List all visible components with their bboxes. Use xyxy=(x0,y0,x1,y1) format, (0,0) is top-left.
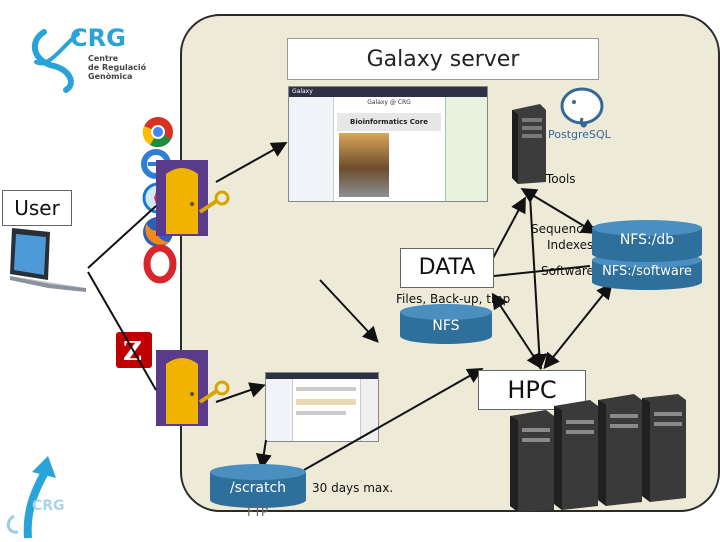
user-label: User xyxy=(2,190,72,226)
postgresql-text: PostgreSQL xyxy=(548,128,611,141)
thirty-days-label: 30 days max. xyxy=(312,481,394,495)
indexes-label: Indexes xyxy=(547,238,594,252)
data-label: DATA xyxy=(400,248,494,288)
scratch-to-hpc-arrow xyxy=(303,368,484,471)
ftp-label: FTP xyxy=(247,505,269,519)
hpc-cluster-icon xyxy=(506,394,696,512)
browser-to-galaxy-arrow xyxy=(215,142,288,183)
user-to-browser-line xyxy=(87,205,157,269)
galaxy-web-screenshot: Galaxy Galaxy @ CRG Bioinformatics Core xyxy=(288,86,488,202)
scratch-label: /scratch xyxy=(229,480,287,496)
crg-logo: CRG Centre de Regulació Genòmica xyxy=(26,22,166,93)
ftp-upload-screenshot xyxy=(265,372,379,442)
nfs-software-label: NFS:/software xyxy=(602,264,692,279)
galaxy-server-label: Galaxy server xyxy=(287,38,599,80)
tools-server-icon xyxy=(506,104,546,184)
crg-logo-line3: Genòmica xyxy=(88,72,133,81)
elephant-icon xyxy=(560,87,604,128)
files-backup-label: Files, Back-up, tmp xyxy=(396,292,511,306)
nfs-cylinder: NFS xyxy=(400,304,492,344)
tools-label: Tools xyxy=(546,172,576,186)
crg-logo-mark xyxy=(31,29,80,93)
svg-text:Z: Z xyxy=(123,337,142,367)
nfs-label: NFS xyxy=(432,318,460,334)
user-to-ftp-line xyxy=(87,271,157,391)
data-to-tools-arrow xyxy=(491,196,526,261)
chrome-icon xyxy=(142,117,173,148)
tools-to-nfs-db-arrow xyxy=(520,187,598,235)
scratch-cylinder: /scratch xyxy=(210,464,306,510)
crg-logo-small-name: CRG xyxy=(32,498,65,514)
laptop-icon xyxy=(4,226,90,302)
galaxy-screen-banner: Bioinformatics Core xyxy=(337,113,441,131)
galaxy-screen-title: Galaxy xyxy=(289,87,487,97)
upload-to-scratch-arrow xyxy=(255,439,272,470)
galaxy-screen-site: Galaxy @ CRG xyxy=(367,99,411,106)
hpc-to-nfs-software-arrow xyxy=(543,282,613,370)
ftp-to-upload-arrow xyxy=(215,382,266,403)
postgresql-logo: PostgreSQL xyxy=(548,87,611,148)
crg-logo-line1: Centre xyxy=(88,54,119,63)
browser-door-icon xyxy=(156,160,230,238)
up-arrow-icon xyxy=(6,456,56,539)
crg-logo-name: CRG xyxy=(70,24,126,52)
tools-to-hpc-arrow xyxy=(529,195,548,370)
nfs-storage-stack: NFS:/db NFS:/software xyxy=(592,220,702,290)
nfs-db-label: NFS:/db xyxy=(619,232,675,248)
sequences-label: Sequences xyxy=(531,222,597,236)
hpc-label: HPC xyxy=(478,370,586,410)
nfs-to-hpc-arrow xyxy=(491,292,543,370)
galaxy-screen-photo xyxy=(339,133,389,197)
crg-logo-line2: de Regulació xyxy=(88,63,147,72)
opera-icon xyxy=(143,244,177,284)
crg-logo-small: CRG xyxy=(4,452,94,539)
ftp-door-icon xyxy=(156,350,230,428)
galaxy-to-data-arrow xyxy=(319,279,379,343)
data-to-software-line xyxy=(493,265,591,277)
software-label: Software xyxy=(541,264,594,278)
